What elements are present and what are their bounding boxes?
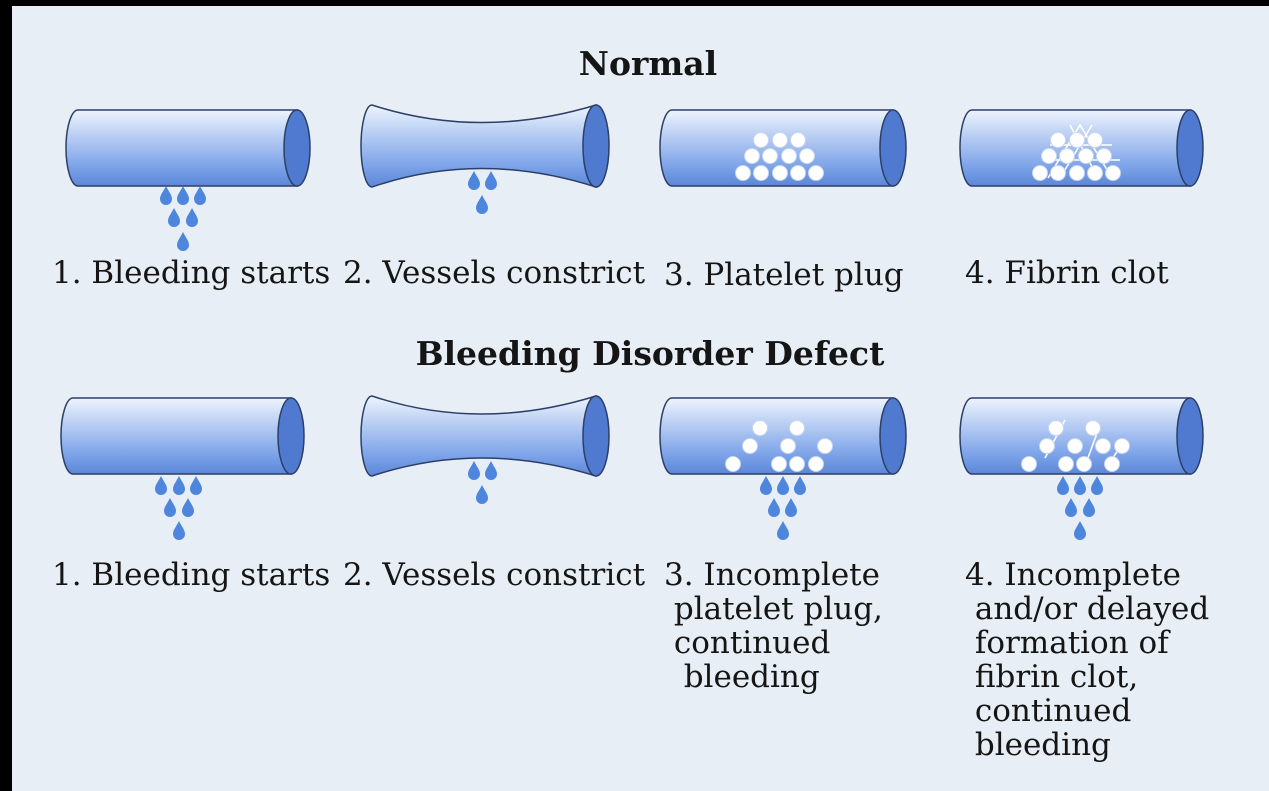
step-label: 2. Vessels constrict (343, 558, 645, 592)
vessel-bleeding-starts-defect (61, 398, 304, 474)
step-label: 2. Vessels constrict (343, 256, 645, 290)
blood-drops (1057, 476, 1103, 540)
vessel-constricted-normal (361, 105, 609, 187)
step-label: 4. Incomplete and/or delayed formation o… (965, 558, 1209, 762)
step-label: 1. Bleeding starts (52, 256, 330, 290)
vessel-bleeding-starts-normal (66, 110, 310, 186)
blood-drops (760, 476, 806, 540)
blood-drops (155, 476, 202, 540)
vessel-constricted-defect (361, 396, 609, 476)
section-title-defect: Bleeding Disorder Defect (400, 334, 900, 373)
section-title-normal: Normal (548, 44, 748, 83)
step-label: 4. Fibrin clot (965, 256, 1169, 290)
blood-drops (468, 171, 497, 214)
step-label: 1. Bleeding starts (52, 558, 330, 592)
blood-drops (468, 461, 497, 504)
step-label: 3. Incomplete platelet plug, continued b… (664, 558, 883, 694)
blood-drops (160, 186, 206, 251)
step-label: 3. Platelet plug (664, 258, 904, 292)
